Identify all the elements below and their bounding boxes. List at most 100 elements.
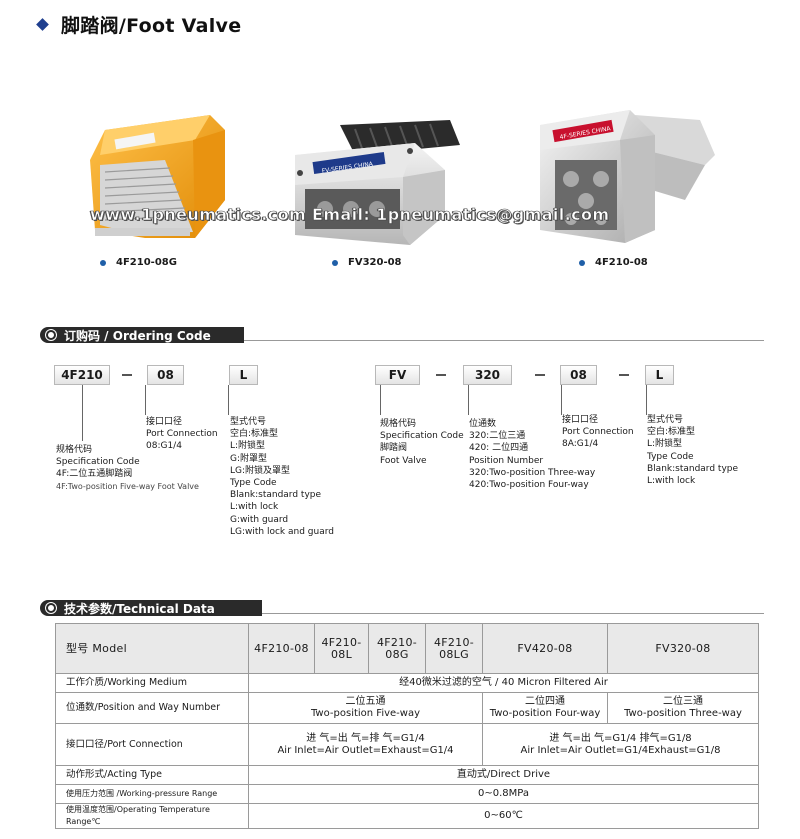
product-image-4f210-08g	[75, 110, 235, 250]
table-row: 接口口径/Port Connection 进 气=出 气=排 气=G1/4 Ai…	[55, 723, 759, 766]
code-box-type: L	[229, 365, 258, 385]
model-cell: 4F210-08	[248, 623, 315, 674]
desc-line: 8A:G1/4	[562, 439, 599, 450]
foot-valve-fv-illustration: FV-SERIES CHINA	[295, 120, 460, 245]
row-value: 直动式/Direct Drive	[248, 765, 759, 785]
caption-bullet-icon	[579, 259, 585, 266]
desc-line: 型式代号	[647, 415, 684, 425]
desc-line: 420:Two-position Four-way	[469, 480, 589, 491]
section-divider	[244, 340, 764, 341]
desc-line: G:with guard	[230, 514, 289, 525]
row-value: 0~60℃	[248, 803, 759, 829]
table-row: 位通数/Position and Way Number 二位五通 Two-pos…	[55, 692, 759, 724]
value-en: Air Inlet=Air Outlet=G1/4Exhaust=G1/8	[520, 744, 721, 756]
leader-line	[561, 385, 562, 415]
desc-line: L:with lock	[230, 502, 279, 513]
desc-line: Blank:standard type	[647, 463, 739, 474]
desc-line: LG:with lock and guard	[230, 526, 334, 537]
value-cn: 进 气=出 气=G1/4 排气=G1/8	[549, 732, 692, 744]
table-header-row: 型号 Model 4F210-08 4F210-08L 4F210-08G 4F…	[55, 623, 759, 674]
row-label: 位通数/Position and Way Number	[55, 692, 249, 724]
desc-line: L:附锁型	[230, 441, 266, 452]
row-label: 工作介质/Working Medium	[55, 673, 249, 693]
table-row: 使用压力范围 /Working-pressure Range 0~0.8MPa	[55, 784, 759, 804]
desc-line: 4F:Two-position Five-way Foot Valve	[56, 481, 199, 491]
desc-line: G:附罩型	[230, 453, 268, 464]
value-en: Two-position Four-way	[489, 708, 601, 719]
leader-line	[646, 385, 647, 415]
row-value: 0~0.8MPa	[248, 784, 759, 804]
technical-data-section-header: 技术参数/Technical Data	[40, 600, 262, 616]
code-box-position: 320	[463, 365, 512, 385]
code-box-port: 08	[147, 365, 184, 385]
diamond-bullet-icon	[36, 17, 49, 31]
desc-line: Type Code	[647, 451, 694, 462]
table-row: 动作形式/Acting Type 直动式/Direct Drive	[55, 765, 759, 785]
desc-line: 接口口径	[146, 417, 183, 427]
desc-line: Port Connection	[146, 429, 218, 440]
position-description-fv: 位通数 320:二位三通 420: 二位四通 Position Number 3…	[469, 418, 595, 491]
model-cell: 4F210-08L	[314, 623, 369, 674]
desc-line: Port Connection	[562, 427, 634, 438]
desc-line: 08:G1/4	[146, 441, 182, 452]
desc-line: L:with lock	[647, 476, 696, 487]
type-description-fv: 型式代号 空白:标准型 L:附锁型 Type Code Blank:standa…	[647, 414, 738, 487]
section-title: 技术参数/Technical Data	[64, 601, 215, 616]
model-header-label: 型号 Model	[55, 623, 249, 674]
value-cn: 二位四通	[525, 696, 565, 707]
desc-line: 空白:标准型	[230, 429, 279, 440]
foot-valve-guard-illustration	[90, 115, 225, 238]
type-description-4f: 型式代号 空白:标准型 L:附锁型 G:附罩型 LG:附锁及罩型 Type Co…	[230, 416, 334, 538]
section-title: 订购码 / Ordering Code	[64, 328, 211, 343]
desc-line: Type Code	[230, 478, 277, 489]
model-cell: 4F210-08LG	[425, 623, 483, 674]
code-box-series: FV	[375, 365, 420, 385]
desc-line: Blank:standard type	[230, 490, 322, 501]
row-label: 使用压力范围 /Working-pressure Range	[55, 784, 249, 804]
product-caption-text: 4F210-08	[595, 257, 648, 268]
value-cn: 二位三通	[663, 696, 703, 707]
section-divider	[262, 613, 764, 614]
desc-line: L:附锁型	[647, 439, 683, 450]
desc-line: 规格代码	[380, 419, 417, 429]
model-cell: FV420-08	[482, 623, 608, 674]
desc-line: Specification Code	[380, 431, 464, 442]
desc-line: 320:二位三通	[469, 431, 526, 442]
value-en: Air Inlet=Air Outlet=Exhaust=G1/4	[277, 744, 454, 756]
leader-line	[468, 385, 469, 415]
code-separator	[122, 374, 132, 376]
table-row: 工作介质/Working Medium 经40微米过滤的空气 / 40 Micr…	[55, 673, 759, 693]
product-image-fv320-08: FV-SERIES CHINA	[285, 115, 470, 250]
model-cell: 4F210-08G	[368, 623, 426, 674]
desc-line: 320:Two-position Three-way	[469, 467, 596, 478]
row-value: 二位三通 Two-position Three-way	[607, 692, 759, 724]
port-description-fv: 接口口径 Port Connection 8A:G1/4	[562, 414, 634, 451]
row-value: 经40微米过滤的空气 / 40 Micron Filtered Air	[248, 673, 759, 693]
product-caption: 4F210-08	[579, 257, 648, 268]
product-caption: 4F210-08G	[100, 257, 177, 268]
row-value: 进 气=出 气=排 气=G1/4 Air Inlet=Air Outlet=Ex…	[248, 723, 483, 766]
row-label: 动作形式/Acting Type	[55, 765, 249, 785]
product-caption-text: FV320-08	[348, 257, 402, 268]
desc-line: 空白:标准型	[647, 427, 696, 438]
desc-line: LG:附锁及罩型	[230, 465, 291, 476]
section-bullet-icon	[46, 603, 56, 613]
leader-line	[82, 385, 83, 441]
spec-code-description-fv: 规格代码 Specification Code 脚踏阀 Foot Valve	[380, 418, 464, 467]
desc-line: Foot Valve	[380, 455, 427, 466]
page-title: 脚踏阀/Foot Valve	[61, 14, 242, 37]
ordering-code-section-header: 订购码 / Ordering Code	[40, 327, 244, 343]
model-cell: FV320-08	[607, 623, 759, 674]
desc-line: 420: 二位四通	[469, 443, 529, 454]
section-bullet-icon	[46, 330, 56, 340]
code-separator	[619, 374, 629, 376]
desc-line: 位通数	[469, 419, 497, 429]
code-separator	[436, 374, 446, 376]
product-caption: FV320-08	[332, 257, 402, 268]
value-cn: 进 气=出 气=排 气=G1/4	[306, 732, 425, 744]
row-value: 二位五通 Two-position Five-way	[248, 692, 483, 724]
leader-line	[145, 385, 146, 415]
desc-line: Position Number	[469, 455, 544, 466]
product-caption-text: 4F210-08G	[116, 257, 177, 268]
value-en: Two-position Three-way	[624, 708, 742, 719]
